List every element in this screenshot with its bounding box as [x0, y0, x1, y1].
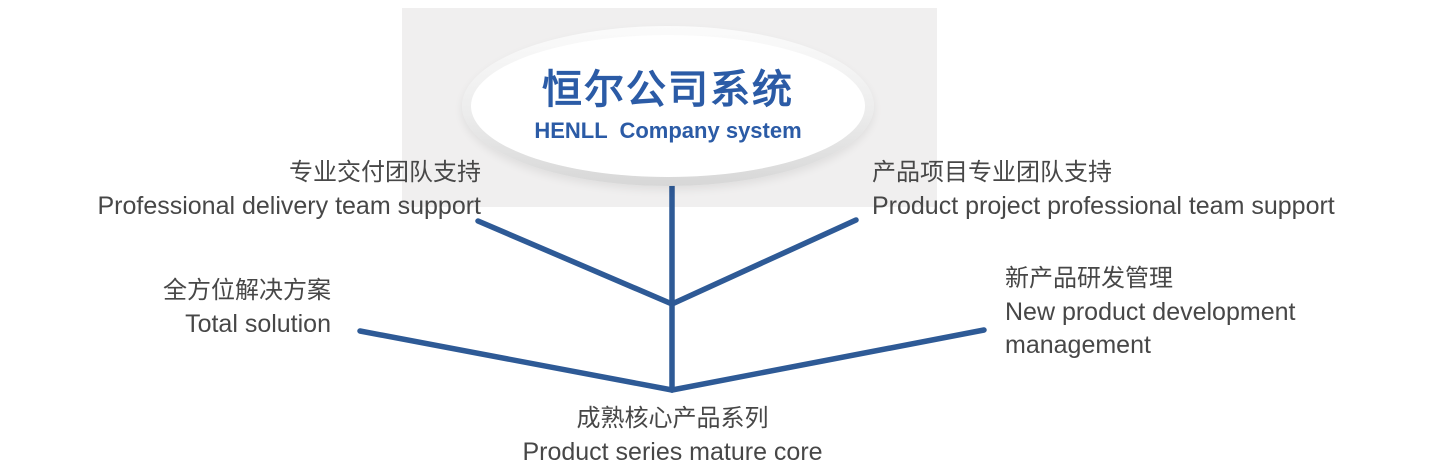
branch-top-left-zh: 专业交付团队支持: [289, 159, 481, 186]
branch-top-left-en: Professional delivery team support: [97, 192, 481, 220]
center-title-zh: 恒尔公司系统: [542, 68, 794, 113]
branch-label-top-left: 专业交付团队支持 Professional delivery team supp…: [97, 156, 481, 223]
center-node-ring: 恒尔公司系统 HENLL Company system: [462, 26, 874, 186]
branch-label-bottom: 成熟核心产品系列 Product series mature core: [450, 402, 895, 469]
branch-mid-left-en: Total solution: [185, 310, 331, 338]
connector-top-right: [669, 217, 859, 307]
connector-top-left: [475, 218, 675, 307]
branch-top-right-en: Product project professional team suppor…: [872, 192, 1335, 220]
branch-mid-left-zh: 全方位解决方案: [163, 277, 331, 304]
branch-bottom-zh: 成熟核心产品系列: [576, 405, 769, 432]
branch-label-mid-right: 新产品研发管理 New product development manageme…: [1005, 262, 1345, 362]
connector-bottom-right: [669, 327, 987, 393]
branch-mid-right-zh: 新产品研发管理: [1005, 265, 1173, 292]
branch-bottom-en: Product series mature core: [522, 438, 823, 466]
connector-bottom-left: [357, 328, 675, 393]
branch-label-top-right: 产品项目专业团队支持 Product project professional …: [872, 156, 1335, 223]
center-title-en: HENLL Company system: [534, 118, 802, 144]
branch-label-mid-left: 全方位解决方案 Total solution: [163, 274, 331, 341]
branch-mid-right-en: New product development management: [1005, 298, 1296, 359]
center-node: 恒尔公司系统 HENLL Company system: [471, 35, 865, 177]
branch-top-right-zh: 产品项目专业团队支持: [872, 159, 1112, 186]
